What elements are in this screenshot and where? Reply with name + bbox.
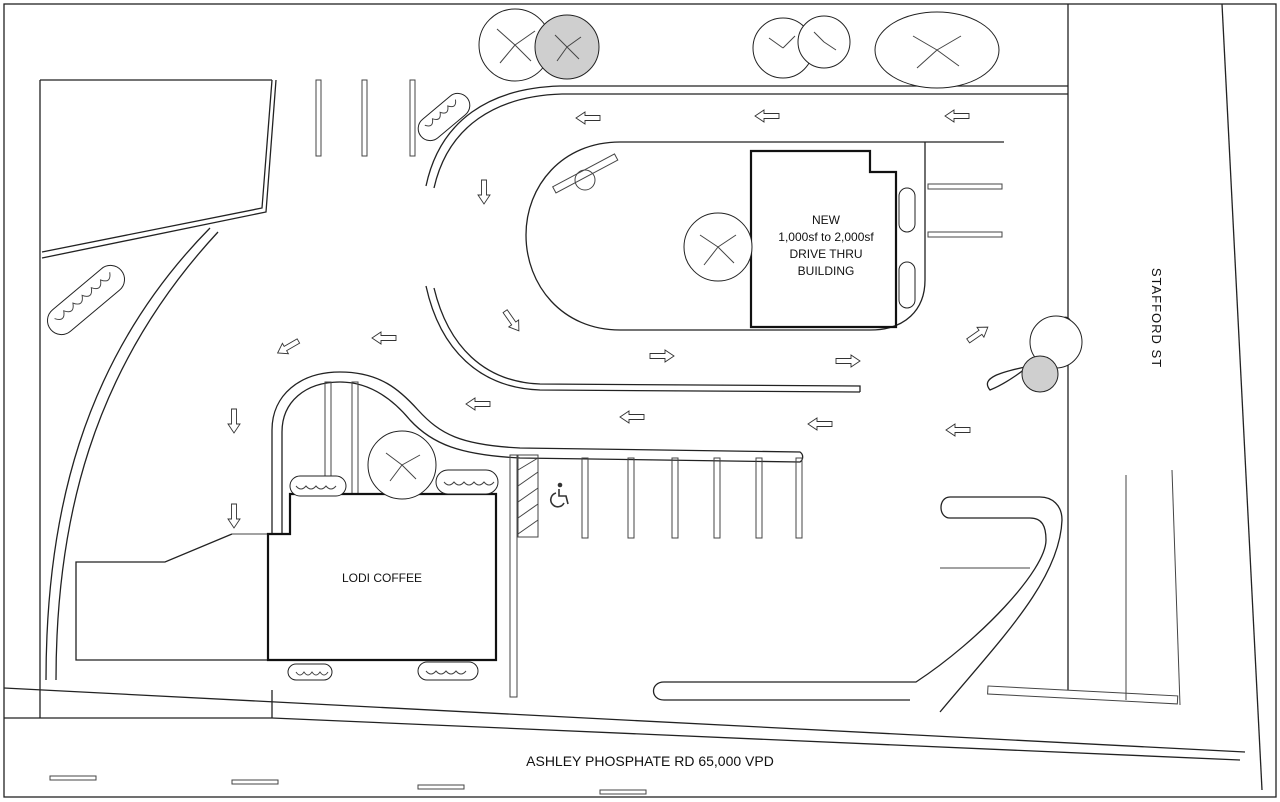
island-sign [552,153,619,194]
direction-arrow-icon [835,354,861,368]
direction-arrow-icon [465,397,491,411]
north-curb [425,85,1068,189]
parking-stripes-south [581,457,803,539]
direction-arrow-icon [754,109,780,123]
lodi-coffee-label: LODI COFFEE [342,571,422,585]
direction-arrow-icon [371,331,397,345]
new-drive-thru-building: NEW 1,000sf to 2,000sf DRIVE THRU BUILDI… [749,149,898,329]
direction-arrow-icon [227,503,241,529]
inner-lane-curb [425,285,861,393]
direction-arrow-icon [649,349,675,363]
new-building-label-2: 1,000sf to 2,000sf [778,230,874,244]
drawing-frame [3,3,1277,798]
direction-arrow-icon [964,321,992,347]
tree-lodi-north [367,430,437,500]
direction-arrow-icon [944,109,970,123]
direction-arrow-icon [477,179,491,205]
lodi-loop-curb [271,371,804,534]
east-hook-curb [652,469,1181,713]
stafford-street-label: STAFFORD ST [1149,268,1164,368]
northwest-curb [41,79,277,681]
direction-arrow-icon [945,423,971,437]
new-building-label-1: NEW [812,213,841,227]
shrubs [46,92,916,681]
ashley-phosphate-road-label: ASHLEY PHOSPHATE RD 65,000 VPD [526,753,774,769]
south-sidewalk-curb [509,454,518,698]
tree-stafford-island [1021,315,1083,393]
new-building-label-3: DRIVE THRU [789,247,862,261]
direction-arrow-icon [499,307,525,335]
wheelchair-icon [550,482,569,508]
accessible-aisle [517,454,539,538]
trees-north [478,8,1000,89]
direction-arrow-icon [619,410,645,424]
new-building-label-4: BUILDING [798,264,855,278]
lodi-west-pad [75,533,268,661]
property-boundary [3,3,1263,791]
direction-arrow-icon [807,417,833,431]
drive-thru-island [525,141,1004,331]
lodi-coffee-building: LODI COFFEE [266,492,498,662]
tree-west-of-building [683,212,753,282]
parking-stripes-east [927,183,1003,238]
direction-arrow-icon [227,408,241,434]
direction-arrow-icon [575,111,601,125]
road-lane-marks [49,775,647,795]
parking-stripes-north [315,79,416,157]
direction-arrow-icon [274,335,302,359]
